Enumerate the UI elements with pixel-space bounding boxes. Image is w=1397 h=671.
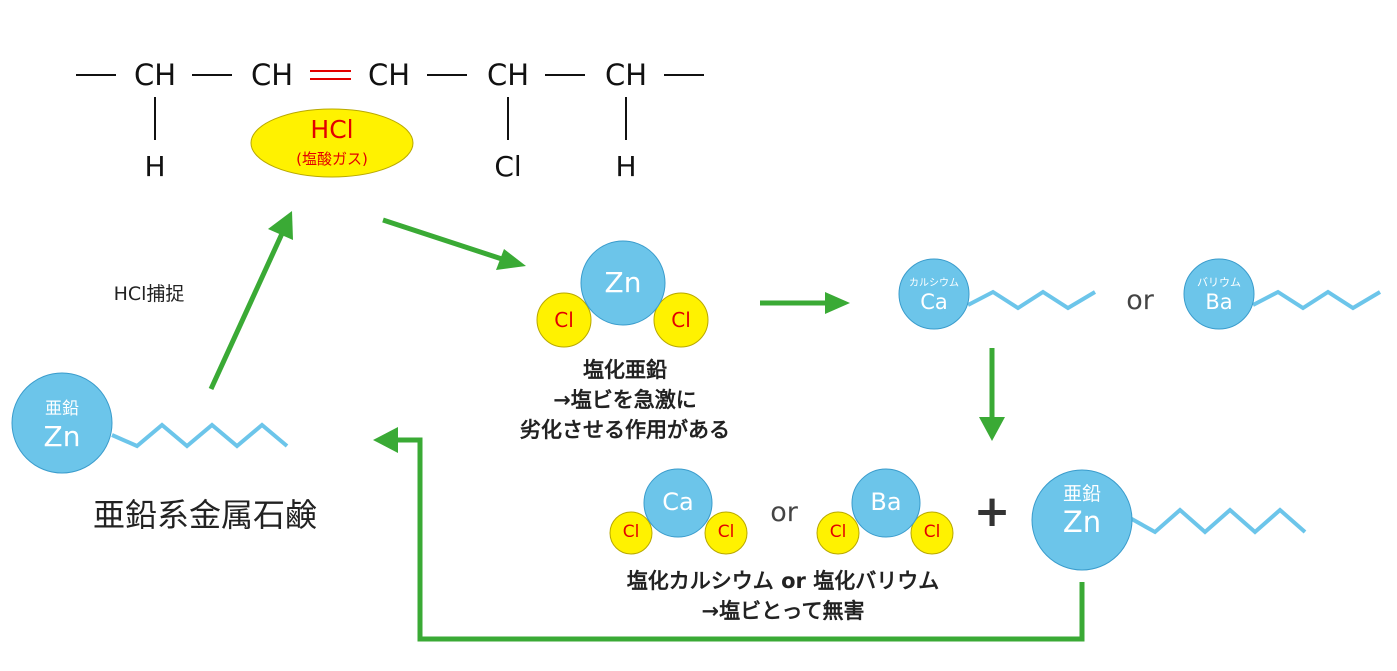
chain-group-1: CH (133, 58, 177, 92)
hcl-formula: HCl (310, 115, 354, 144)
or-word-bottom: or (770, 497, 798, 528)
double-bond (310, 70, 351, 80)
zncl2-zn-label: Zn (604, 266, 642, 299)
plus-sign: + (973, 486, 1011, 537)
arrow-capture (208, 225, 288, 391)
barium-soap-main: Ba (1205, 290, 1233, 314)
hcl-ellipse (250, 108, 414, 178)
zinc-soap-top: 亜鉛 (45, 399, 79, 419)
bacl2-cl-left (816, 511, 860, 555)
zinc-soap-regen-top: 亜鉛 (1062, 483, 1101, 505)
zncl2-zn-ball (580, 240, 666, 326)
zncl2-cl-right (653, 292, 709, 348)
zncl2-cl-left-label: Cl (554, 308, 574, 332)
cacl2-ca-label: Ca (662, 488, 694, 516)
chain-group-5: CH (604, 58, 648, 92)
bacl2-cl-right-label: Cl (923, 522, 941, 542)
barium-soap-small: バリウム (1197, 276, 1241, 289)
chain-group-4: CH (486, 58, 530, 92)
calcium-soap-main: Ca (920, 290, 948, 314)
arrow-heads (268, 211, 1005, 453)
zinc-soap-ball (11, 372, 113, 474)
bacl2-cl-right (910, 511, 954, 555)
zncl2-cl-left (536, 292, 592, 348)
substituent-h-1: H (144, 150, 166, 183)
cacl2-cl-left-label: Cl (622, 522, 640, 542)
substituent-h-2: H (615, 150, 637, 183)
cacl2-cl-right (704, 511, 748, 555)
hcl-note: (塩酸ガス) (296, 150, 368, 168)
zinc-soap-main: Zn (43, 420, 81, 453)
arrow-return (393, 437, 1085, 642)
zinc-soap-name: 亜鉛系金属石鹸 (92, 496, 317, 534)
cacl2-cl-left (609, 511, 653, 555)
zinc-soap-regen-main: Zn (1062, 505, 1102, 539)
barium-soap-tail (1252, 289, 1382, 311)
flow-arrows (208, 217, 1085, 642)
chain-group-2: CH (250, 58, 294, 92)
bacl2-ba-ball (851, 468, 921, 538)
zinc-soap-regen-ball (1031, 469, 1133, 571)
cacl2-cl-right-label: Cl (717, 522, 735, 542)
barium-soap-ball (1183, 258, 1255, 330)
or-word-top: or (1126, 285, 1154, 316)
zncl2-caption-line1: 塩化亜鉛 (583, 358, 667, 382)
chain-group-3: CH (367, 58, 411, 92)
zinc-soap-regen-tail (1129, 507, 1307, 535)
zncl2-caption-line2: →塩ビを急激に (553, 388, 697, 412)
bacl2-ba-label: Ba (870, 488, 902, 516)
zinc-soap-tail (111, 422, 289, 449)
bacl2-cl-left-label: Cl (829, 522, 847, 542)
calcium-soap-small: カルシウム (909, 278, 959, 289)
zncl2-caption-line3: 劣化させる作用がある (520, 418, 730, 442)
chlorides-caption-line2: →塩ビとって無害 (701, 599, 865, 623)
polymer-chain (76, 74, 704, 140)
capture-label: HCl捕捉 (113, 283, 185, 305)
calcium-soap-ball (898, 258, 970, 330)
calcium-soap-tail (967, 289, 1097, 311)
cacl2-ca-ball (643, 468, 713, 538)
substituent-cl: Cl (494, 150, 522, 183)
zncl2-cl-right-label: Cl (671, 308, 691, 332)
chlorides-caption-line1: 塩化カルシウム or 塩化バリウム (626, 569, 940, 593)
arrow-to-zncl2 (382, 217, 509, 264)
